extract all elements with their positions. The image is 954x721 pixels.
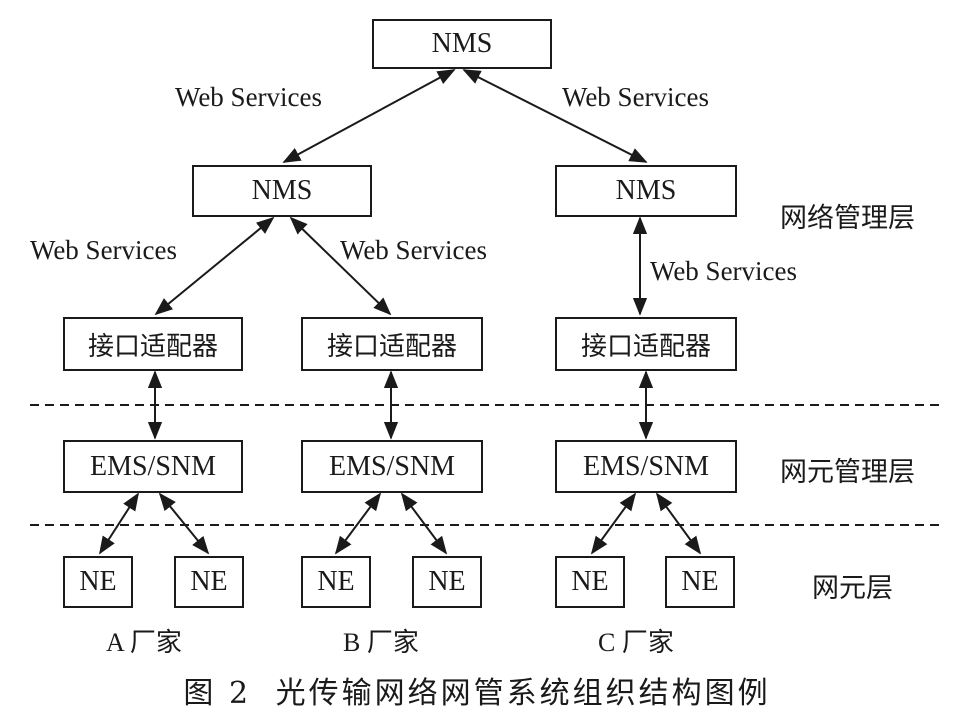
arrow-ems-ne-a2 — [158, 492, 210, 555]
edge-label-mid-right: Web Services — [340, 235, 488, 265]
figure-caption: 图 2 光传输网络网管系统组织结构图例 — [0, 668, 954, 712]
vendor-suffix-b: 厂家 — [366, 628, 419, 658]
arrow-nms-adapter-a — [154, 216, 275, 316]
ems-snm-b: EMS/SNM — [301, 440, 483, 493]
edge-label-right-vertical: Web Services — [650, 256, 798, 286]
arrow-top-left — [282, 69, 456, 163]
vendor-suffix-a: 厂家 — [129, 628, 182, 658]
vendor-label-a: A 厂家 — [106, 622, 182, 659]
vendor-label-b: B 厂家 — [343, 622, 419, 659]
left-nms-node: NMS — [192, 165, 372, 217]
ne-node-c1: NE — [555, 556, 625, 608]
interface-adapter-a: 接口适配器 — [63, 317, 243, 371]
ne-node-b1: NE — [301, 556, 371, 608]
ne-node-a1: NE — [63, 556, 133, 608]
vendor-letter-c: C — [598, 628, 616, 657]
interface-adapter-c: 接口适配器 — [555, 317, 737, 371]
figure-number: 图 2 — [183, 676, 252, 711]
edge-label-top-left: Web Services — [175, 82, 323, 112]
arrow-top-right — [462, 69, 648, 163]
edge-label-mid-left: Web Services — [30, 235, 178, 265]
interface-adapter-b: 接口适配器 — [301, 317, 483, 371]
arrow-ems-ne-b2 — [400, 492, 448, 555]
vendor-letter-b: B — [343, 628, 361, 657]
ems-snm-c: EMS/SNM — [555, 440, 737, 493]
layer-label-element-management: 网元管理层 — [780, 457, 915, 488]
arrow-ems-ne-b1 — [334, 492, 382, 555]
ne-node-a2: NE — [174, 556, 244, 608]
figure-title: 光传输网络网管系统组织结构图例 — [275, 676, 771, 711]
arrow-ems-ne-a1 — [99, 492, 139, 555]
right-nms-node: NMS — [555, 165, 737, 217]
ne-node-b2: NE — [412, 556, 482, 608]
edge-label-top-right: Web Services — [562, 82, 710, 112]
vendor-letter-a: A — [106, 628, 124, 657]
vendor-label-c: C 厂家 — [598, 622, 674, 659]
layer-label-network-element: 网元层 — [812, 573, 893, 604]
top-nms-node: NMS — [372, 19, 552, 69]
arrow-ems-ne-c1 — [590, 492, 637, 555]
ne-node-c2: NE — [665, 556, 735, 608]
arrow-nms-adapter-b — [289, 216, 392, 316]
arrow-ems-ne-c2 — [655, 492, 702, 555]
ems-snm-a: EMS/SNM — [63, 440, 243, 493]
layer-label-network-management: 网络管理层 — [780, 203, 915, 234]
vendor-suffix-c: 厂家 — [621, 628, 674, 658]
